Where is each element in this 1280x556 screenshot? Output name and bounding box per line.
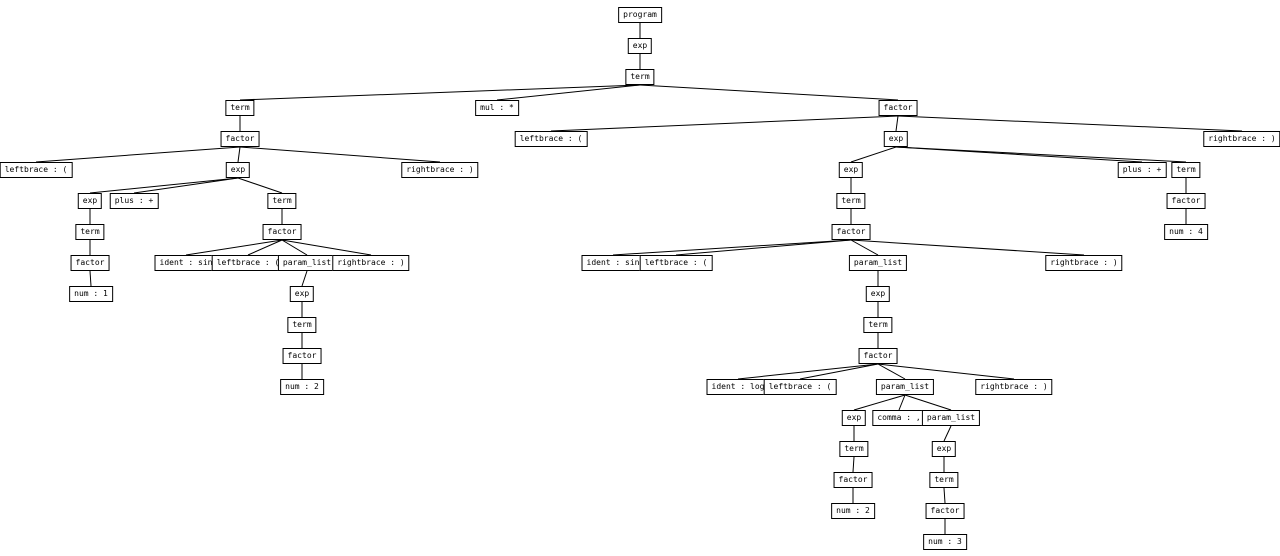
tree-node-factor: factor: [833, 472, 873, 488]
tree-edge: [898, 394, 906, 411]
tree-edge: [239, 84, 641, 101]
tree-edge: [675, 239, 852, 256]
tree-edge: [89, 270, 92, 287]
tree-node-factor: factor: [220, 131, 260, 147]
tree-edge: [89, 177, 239, 194]
tree-edge: [247, 239, 283, 256]
tree-node-exp: exp: [883, 131, 909, 147]
tree-node-exp: exp: [841, 410, 867, 426]
tree-node-ident-log: ident : log: [706, 379, 770, 395]
tree-node-ident-sin: ident : sin: [581, 255, 645, 271]
tree-node-rightbrace: rightbrace : ): [401, 162, 479, 178]
tree-edge: [852, 456, 855, 473]
tree-node-param-list: param_list: [875, 379, 935, 395]
tree-node-plus: plus : +: [109, 193, 159, 209]
tree-node-param-list: param_list: [921, 410, 981, 426]
tree-node-mul: mul : *: [475, 100, 519, 116]
tree-edge: [895, 146, 1187, 163]
tree-edge: [737, 363, 879, 380]
tree-node-rightbrace: rightbrace : ): [1203, 131, 1280, 147]
tree-node-num-4: num : 4: [1164, 224, 1208, 240]
tree-edge: [850, 239, 879, 256]
tree-edge: [639, 84, 899, 101]
tree-node-factor: factor: [282, 348, 322, 364]
tree-node-num-2: num : 2: [280, 379, 324, 395]
tree-node-factor: factor: [262, 224, 302, 240]
tree-edge: [133, 177, 239, 194]
tree-node-leftbrace: leftbrace : (: [763, 379, 837, 395]
tree-edge: [897, 115, 1243, 132]
tree-edge: [799, 363, 879, 380]
tree-node-leftbrace: leftbrace : (: [639, 255, 713, 271]
tree-edge: [877, 363, 1015, 380]
tree-node-factor: factor: [1166, 193, 1206, 209]
tree-edge: [237, 177, 283, 194]
tree-node-exp: exp: [865, 286, 891, 302]
tree-node-exp: exp: [931, 441, 957, 457]
tree-node-program: program: [618, 7, 662, 23]
tree-node-term: term: [929, 472, 959, 488]
tree-edge: [850, 146, 897, 163]
tree-node-exp: exp: [627, 38, 653, 54]
tree-edge: [853, 394, 906, 411]
tree-node-factor: factor: [878, 100, 918, 116]
tree-node-factor: factor: [831, 224, 871, 240]
tree-node-term: term: [225, 100, 255, 116]
tree-edge: [943, 487, 946, 504]
tree-node-factor: factor: [858, 348, 898, 364]
tree-node-num-1: num : 1: [69, 286, 113, 302]
tree-node-term: term: [287, 317, 317, 333]
tree-edge: [612, 239, 852, 256]
tree-node-term: term: [863, 317, 893, 333]
tree-node-term: term: [1171, 162, 1201, 178]
tree-edge: [281, 239, 308, 256]
tree-node-rightbrace: rightbrace : ): [1045, 255, 1123, 271]
tree-node-plus: plus : +: [1117, 162, 1167, 178]
tree-node-factor: factor: [925, 503, 965, 519]
tree-node-term: term: [75, 224, 105, 240]
tree-edge: [496, 84, 641, 101]
tree-node-exp: exp: [838, 162, 864, 178]
tree-edge: [185, 239, 283, 256]
tree-edge: [850, 239, 1085, 256]
tree-node-rightbrace: rightbrace : ): [975, 379, 1053, 395]
tree-node-leftbrace: leftbrace : (: [514, 131, 588, 147]
tree-node-term: term: [836, 193, 866, 209]
tree-node-exp: exp: [289, 286, 315, 302]
tree-node-num-2: num : 2: [831, 503, 875, 519]
tree-edge: [35, 146, 241, 163]
tree-edge: [281, 239, 372, 256]
tree-node-num-3: num : 3: [923, 534, 967, 550]
tree-edge: [895, 115, 899, 132]
tree-node-leftbrace: leftbrace : (: [211, 255, 285, 271]
tree-node-param-list: param_list: [277, 255, 337, 271]
tree-node-term: term: [267, 193, 297, 209]
tree-node-factor: factor: [70, 255, 110, 271]
tree-edge: [904, 394, 952, 411]
tree-node-term: term: [839, 441, 869, 457]
tree-edge: [239, 146, 441, 163]
tree-node-comma: comma : ,: [872, 410, 926, 426]
tree-node-exp: exp: [77, 193, 103, 209]
tree-node-ident-sin: ident : sin: [154, 255, 218, 271]
tree-edge: [550, 115, 899, 132]
tree-edge: [237, 146, 241, 163]
tree-node-exp: exp: [225, 162, 251, 178]
tree-node-leftbrace: leftbrace : (: [0, 162, 73, 178]
tree-edge: [301, 270, 308, 287]
tree-node-term: term: [625, 69, 655, 85]
tree-edge: [943, 425, 952, 442]
tree-node-rightbrace: rightbrace : ): [332, 255, 410, 271]
tree-node-param-list: param_list: [848, 255, 908, 271]
tree-edge: [877, 363, 906, 380]
